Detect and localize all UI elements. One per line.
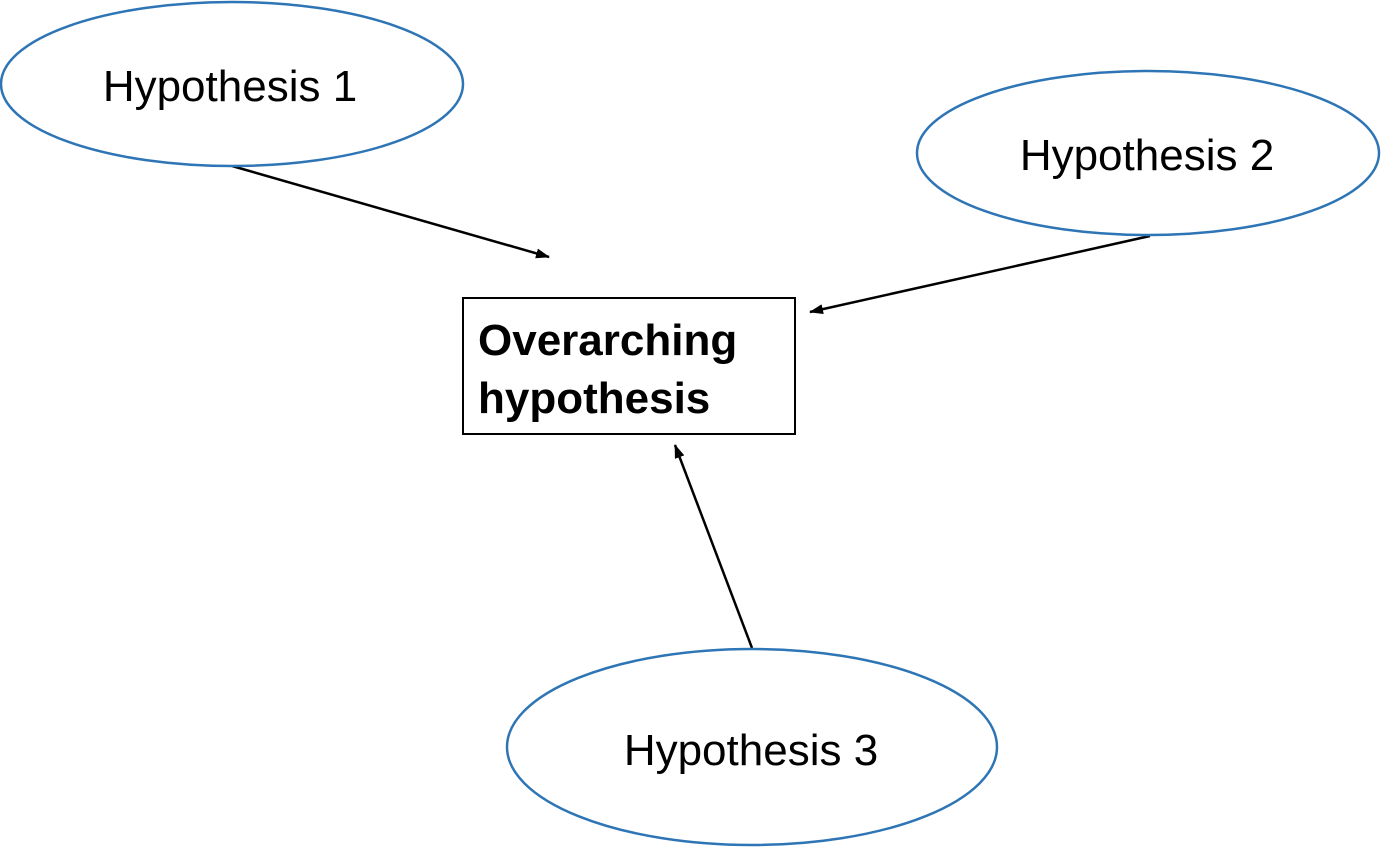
- edge-hypothesis-3-to-overarching: [673, 444, 754, 649]
- hypothesis-1-ellipse: [0, 0, 465, 168]
- hypothesis-2-label: Hypothesis 2: [1020, 131, 1274, 180]
- node-hypothesis-2: Hypothesis 2: [915, 69, 1381, 237]
- hypothesis-2-ellipse: [915, 69, 1381, 237]
- overarching-hypothesis-box: [462, 297, 796, 435]
- hypothesis-3-label: Hypothesis 3: [624, 726, 878, 775]
- node-overarching-hypothesis: Overarching hypothesis: [462, 297, 796, 435]
- overarching-hypothesis-label-line-2: hypothesis: [478, 374, 710, 423]
- node-hypothesis-3: Hypothesis 3: [505, 647, 999, 847]
- overarching-hypothesis-label-line-1: Overarching: [478, 316, 737, 365]
- hypothesis-3-ellipse: [505, 647, 999, 847]
- edge-hypothesis-2-to-overarching: [809, 234, 1151, 315]
- hypothesis-1-label: Hypothesis 1: [103, 62, 357, 111]
- edge-hypothesis-1-to-overarching: [231, 164, 550, 259]
- node-hypothesis-1: Hypothesis 1: [0, 0, 465, 168]
